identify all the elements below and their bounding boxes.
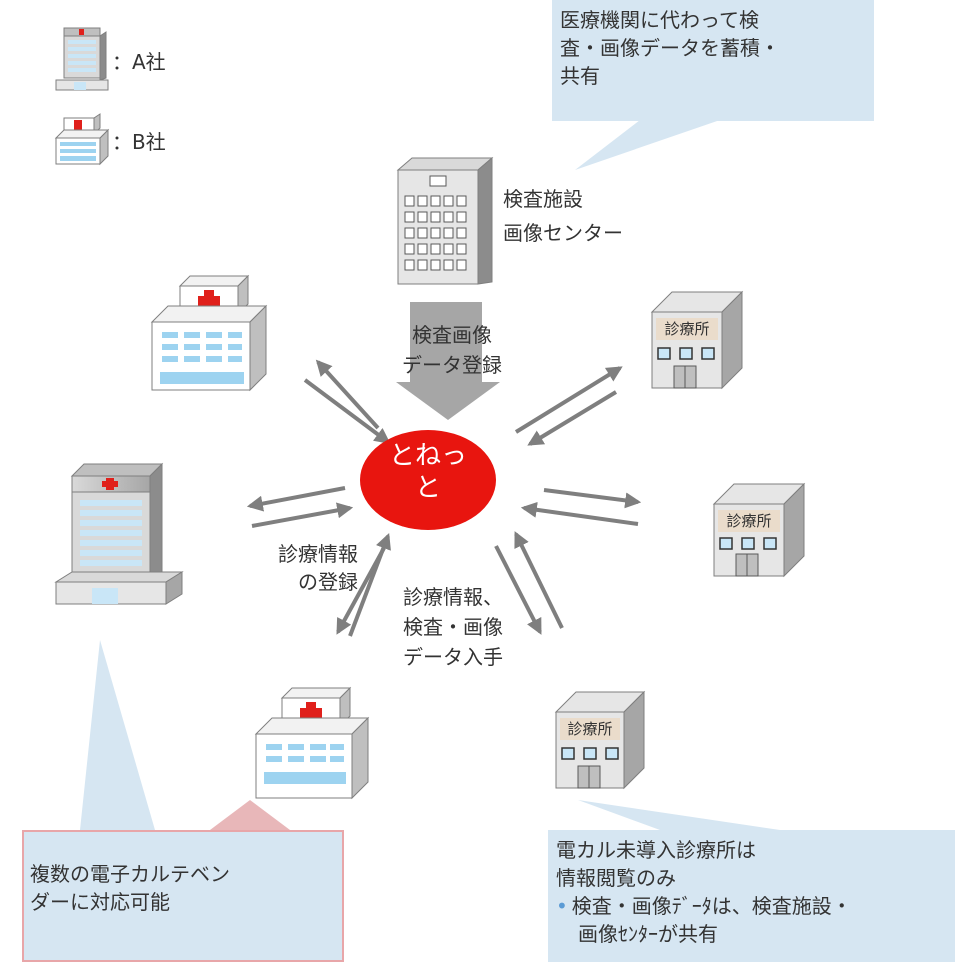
facility-label-line: 画像センター — [503, 221, 623, 245]
legend-b-label: ：B社 — [112, 130, 166, 154]
clinic-icon-top-right — [650, 290, 744, 390]
upload-label-line: 検査画像 — [412, 323, 492, 347]
callout-top-right-line: 医療機関に代わって検 — [560, 8, 759, 32]
hospital-a-icon — [54, 462, 184, 605]
callout-bottom-left — [22, 830, 344, 962]
clinic-icon-right — [712, 482, 806, 578]
callout-bottom-right-line: 電カル未導入診療所は — [556, 838, 756, 862]
hub-label-line: とねっ — [388, 441, 467, 471]
facility-label: 検査施設 画像センター — [503, 182, 623, 250]
facility-building-icon — [396, 156, 494, 285]
hospital-b-icon — [150, 274, 268, 392]
hospital-b-bottom-icon — [254, 686, 370, 800]
legend-hospital-a-icon — [55, 27, 109, 91]
callout-top-right-line: 査・画像データを蓄積・ — [560, 36, 780, 60]
register-label-line: 診療情報 — [278, 542, 358, 566]
callout-pointer-bottom-left — [80, 640, 155, 830]
callout-bottom-right — [548, 830, 955, 962]
legend-hospital-b-icon — [54, 113, 110, 166]
callout-bullet-line: 画像ｾﾝﾀｰが共有 — [578, 922, 718, 946]
callout-bullet-line: 検査・画像ﾃﾞｰﾀは、検査施設・ — [571, 894, 852, 918]
callout-bottom-right-line: 情報閲覧のみ — [556, 866, 676, 890]
clinic-sign: 診療所 — [726, 512, 772, 530]
obtain-label: 診療情報、 検査・画像 データ入手 — [384, 582, 522, 672]
upload-label-line: データ登録 — [402, 353, 502, 377]
clinic-icon-bottom-right — [554, 690, 646, 790]
bullet-dot-icon: • — [556, 894, 568, 918]
callout-bottom-left-text: 複数の電子カルテベン ダーに対応可能 — [30, 860, 230, 916]
callout-bottom-right-text: 電カル未導入診療所は 情報閲覧のみ •検査・画像ﾃﾞｰﾀは、検査施設・ 画像ｾﾝ… — [556, 836, 852, 948]
hub-label-line: と — [414, 473, 441, 503]
tonet-hub — [360, 430, 496, 530]
facility-label-line: 検査施設 — [503, 187, 583, 211]
callout-top-right — [552, 0, 874, 121]
callout-pointer-bottom-right — [578, 800, 780, 830]
legend-a-label: ：A社 — [112, 50, 166, 74]
upload-arrow — [396, 302, 500, 420]
clinic-sign: 診療所 — [567, 720, 613, 738]
hub-label: とねっ と — [362, 440, 494, 504]
obtain-label-line: 診療情報、 — [403, 585, 503, 609]
callout-top-right-text: 医療機関に代わって検 査・画像データを蓄積・ 共有 — [560, 6, 780, 90]
callout-bottom-left-line: 複数の電子カルテベン — [30, 862, 230, 886]
exchange-arrows — [246, 359, 642, 637]
callout-bullet-item: •検査・画像ﾃﾞｰﾀは、検査施設・ — [556, 892, 852, 920]
obtain-label-line: 検査・画像 — [403, 615, 503, 639]
clinic-sign: 診療所 — [664, 320, 710, 338]
callout-bottom-left-line: ダーに対応可能 — [30, 890, 170, 914]
callout-pointer-top-right — [575, 120, 720, 170]
callout-pointer-pink — [210, 800, 290, 830]
upload-label: 検査画像 データ登録 — [382, 320, 522, 380]
register-label-line: の登録 — [298, 570, 358, 594]
register-label: 診療情報 の登録 — [250, 540, 358, 596]
obtain-label-line: データ入手 — [403, 645, 503, 669]
callout-top-right-line: 共有 — [560, 64, 600, 88]
